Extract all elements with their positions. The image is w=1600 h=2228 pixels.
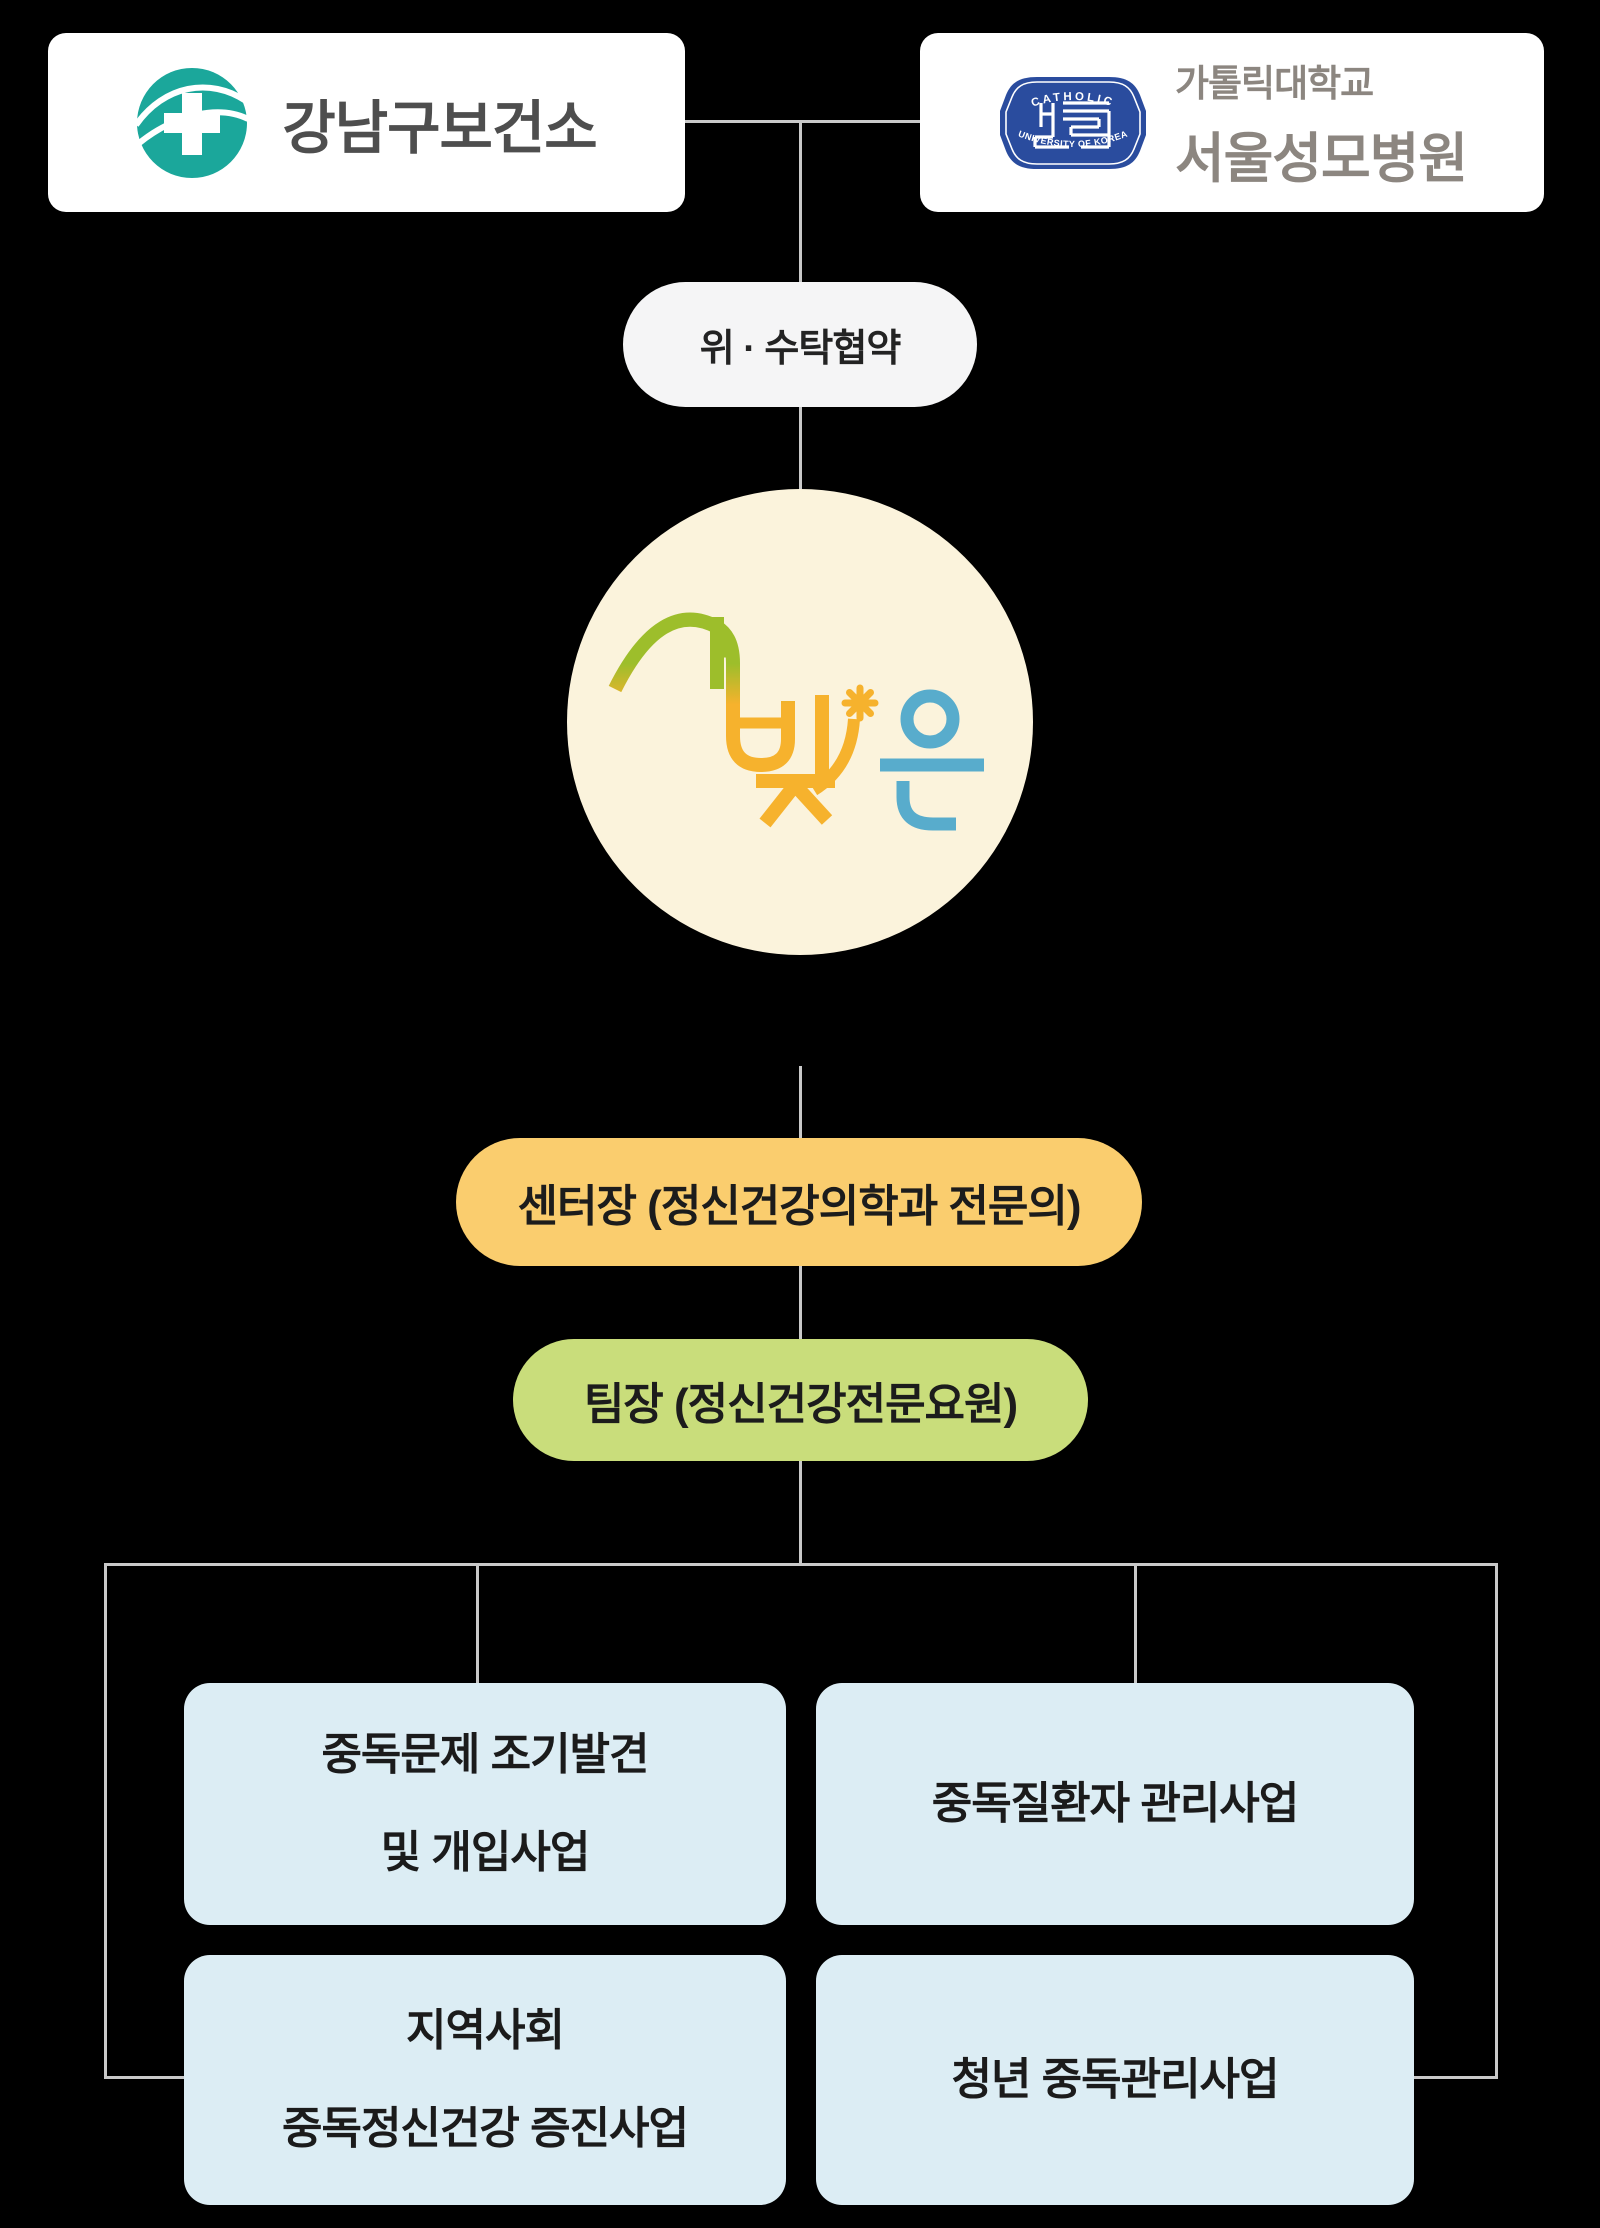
connector-partners-horizontal — [685, 120, 920, 123]
program-youth-management-box: 청년 중독관리사업 — [816, 1955, 1414, 2205]
program-line: 지역사회 — [406, 2005, 565, 2055]
catholic-university-emblem-icon: CATHOLIC UNIVERSITY OF KOREA — [999, 76, 1146, 169]
seoul-st-marys-label: 서울성모병원 — [1174, 128, 1468, 189]
star-icon — [841, 684, 879, 722]
gangnam-health-center-box: 강남구보건소 — [48, 33, 685, 212]
saebiton-center-logo: 새빛온 — [567, 489, 1033, 955]
seoul-st-marys-text: 가톨릭대학교 서울성모병원 — [1174, 53, 1468, 193]
connector-to-agreement — [799, 120, 802, 282]
saebiton-logo-icon — [608, 612, 984, 831]
bracket-right-drop — [1495, 1563, 1498, 2077]
bracket-left-drop — [104, 1563, 107, 2077]
bracket-horizontal — [104, 1563, 1498, 1566]
emblem-monogram — [1033, 100, 1111, 149]
program-community-promotion-box: 지역사회 중독정신건강 증진사업 — [184, 1955, 786, 2205]
program-line: 청년 중독관리사업 — [951, 2054, 1279, 2104]
center-director-label: 센터장 (정신건강의학과 전문의) — [517, 1182, 1082, 1231]
agreement-pill: 위 · 수탁협약 — [623, 282, 977, 407]
center-director-pill: 센터장 (정신건강의학과 전문의) — [456, 1138, 1142, 1266]
catholic-university-label: 가톨릭대학교 — [1174, 62, 1374, 104]
program-line: 중독정신건강 증진사업 — [281, 2104, 689, 2153]
bracket-left-stub — [104, 2076, 184, 2079]
program-patient-management-box: 중독질환자 관리사업 — [816, 1683, 1414, 1925]
bracket-right-stub — [1414, 2076, 1498, 2079]
bracket-drop-program-a — [476, 1563, 479, 1683]
bracket-drop-program-b — [1134, 1563, 1137, 1683]
program-line: 및 개입사업 — [380, 1828, 591, 1877]
team-leader-label: 팀장 (정신건강전문요원) — [583, 1380, 1018, 1429]
team-leader-pill: 팀장 (정신건강전문요원) — [513, 1339, 1088, 1461]
connector-agreement-to-logo — [799, 407, 802, 489]
program-early-detection-box: 중독문제 조기발견 및 개입사업 — [184, 1683, 786, 1925]
seoul-st-marys-box: CATHOLIC UNIVERSITY OF KOREA 가톨릭대학교 서울성모… — [920, 33, 1544, 212]
program-line: 중독질환자 관리사업 — [931, 1778, 1300, 1828]
connector-logo-to-director — [799, 1066, 802, 1138]
connector-director-to-teamlead — [799, 1266, 802, 1339]
gangnam-cross-globe-icon — [136, 67, 249, 178]
gangnam-health-center-label: 강남구보건소 — [282, 95, 597, 161]
connector-teamlead-to-bracket — [799, 1461, 802, 1563]
program-line: 중독문제 조기발견 — [321, 1729, 649, 1779]
agreement-label: 위 · 수탁협약 — [699, 328, 902, 370]
